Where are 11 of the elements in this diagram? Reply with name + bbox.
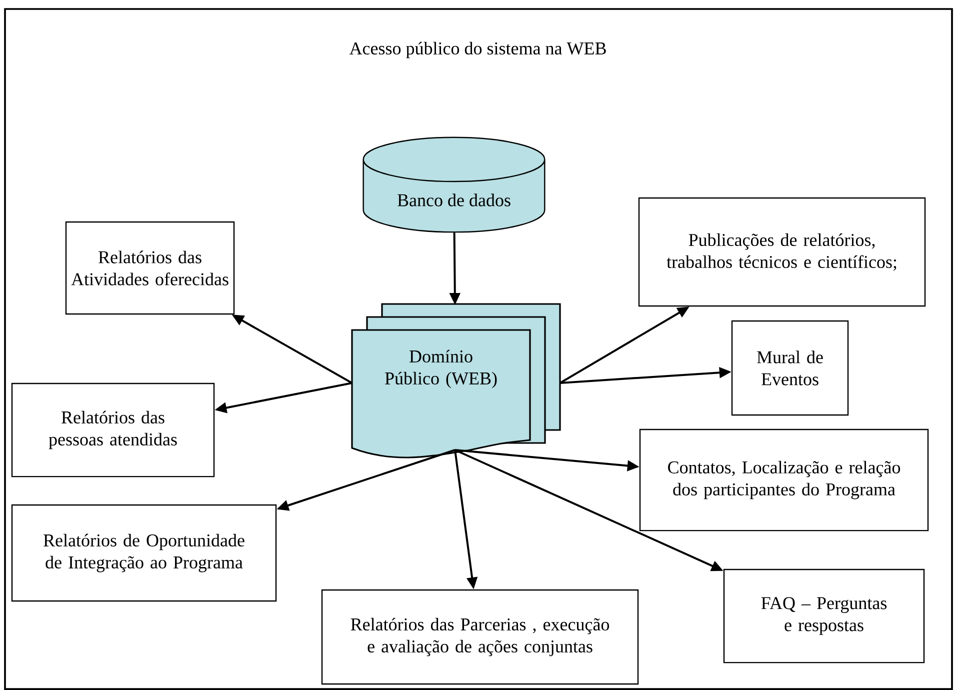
text-box: Relatórios das Atividades oferecidas: [65, 221, 235, 315]
title: Acesso público do sistema na WEB: [349, 42, 606, 58]
text-box: Relatórios das Parcerias , execução e avaliação de ações conjuntas: [321, 589, 639, 685]
text-box: Contatos, Localização e relação dos participantes do Programa: [639, 428, 929, 532]
text-box: FAQ – Perguntas e respostas: [723, 568, 925, 664]
text-box: Relatórios das pessoas atendidas: [11, 382, 215, 478]
text-box: Relatórios de Oportunidade de Integração ao Programa: [11, 504, 277, 602]
text-box: Publicações de relatórios, trabalhos técnicos e científicos;: [638, 197, 926, 307]
text-box: Mural de Eventos: [731, 320, 849, 416]
database-cylinder: Banco de dados: [362, 136, 546, 233]
document-stack: Domínio Público (WEB): [351, 303, 561, 458]
